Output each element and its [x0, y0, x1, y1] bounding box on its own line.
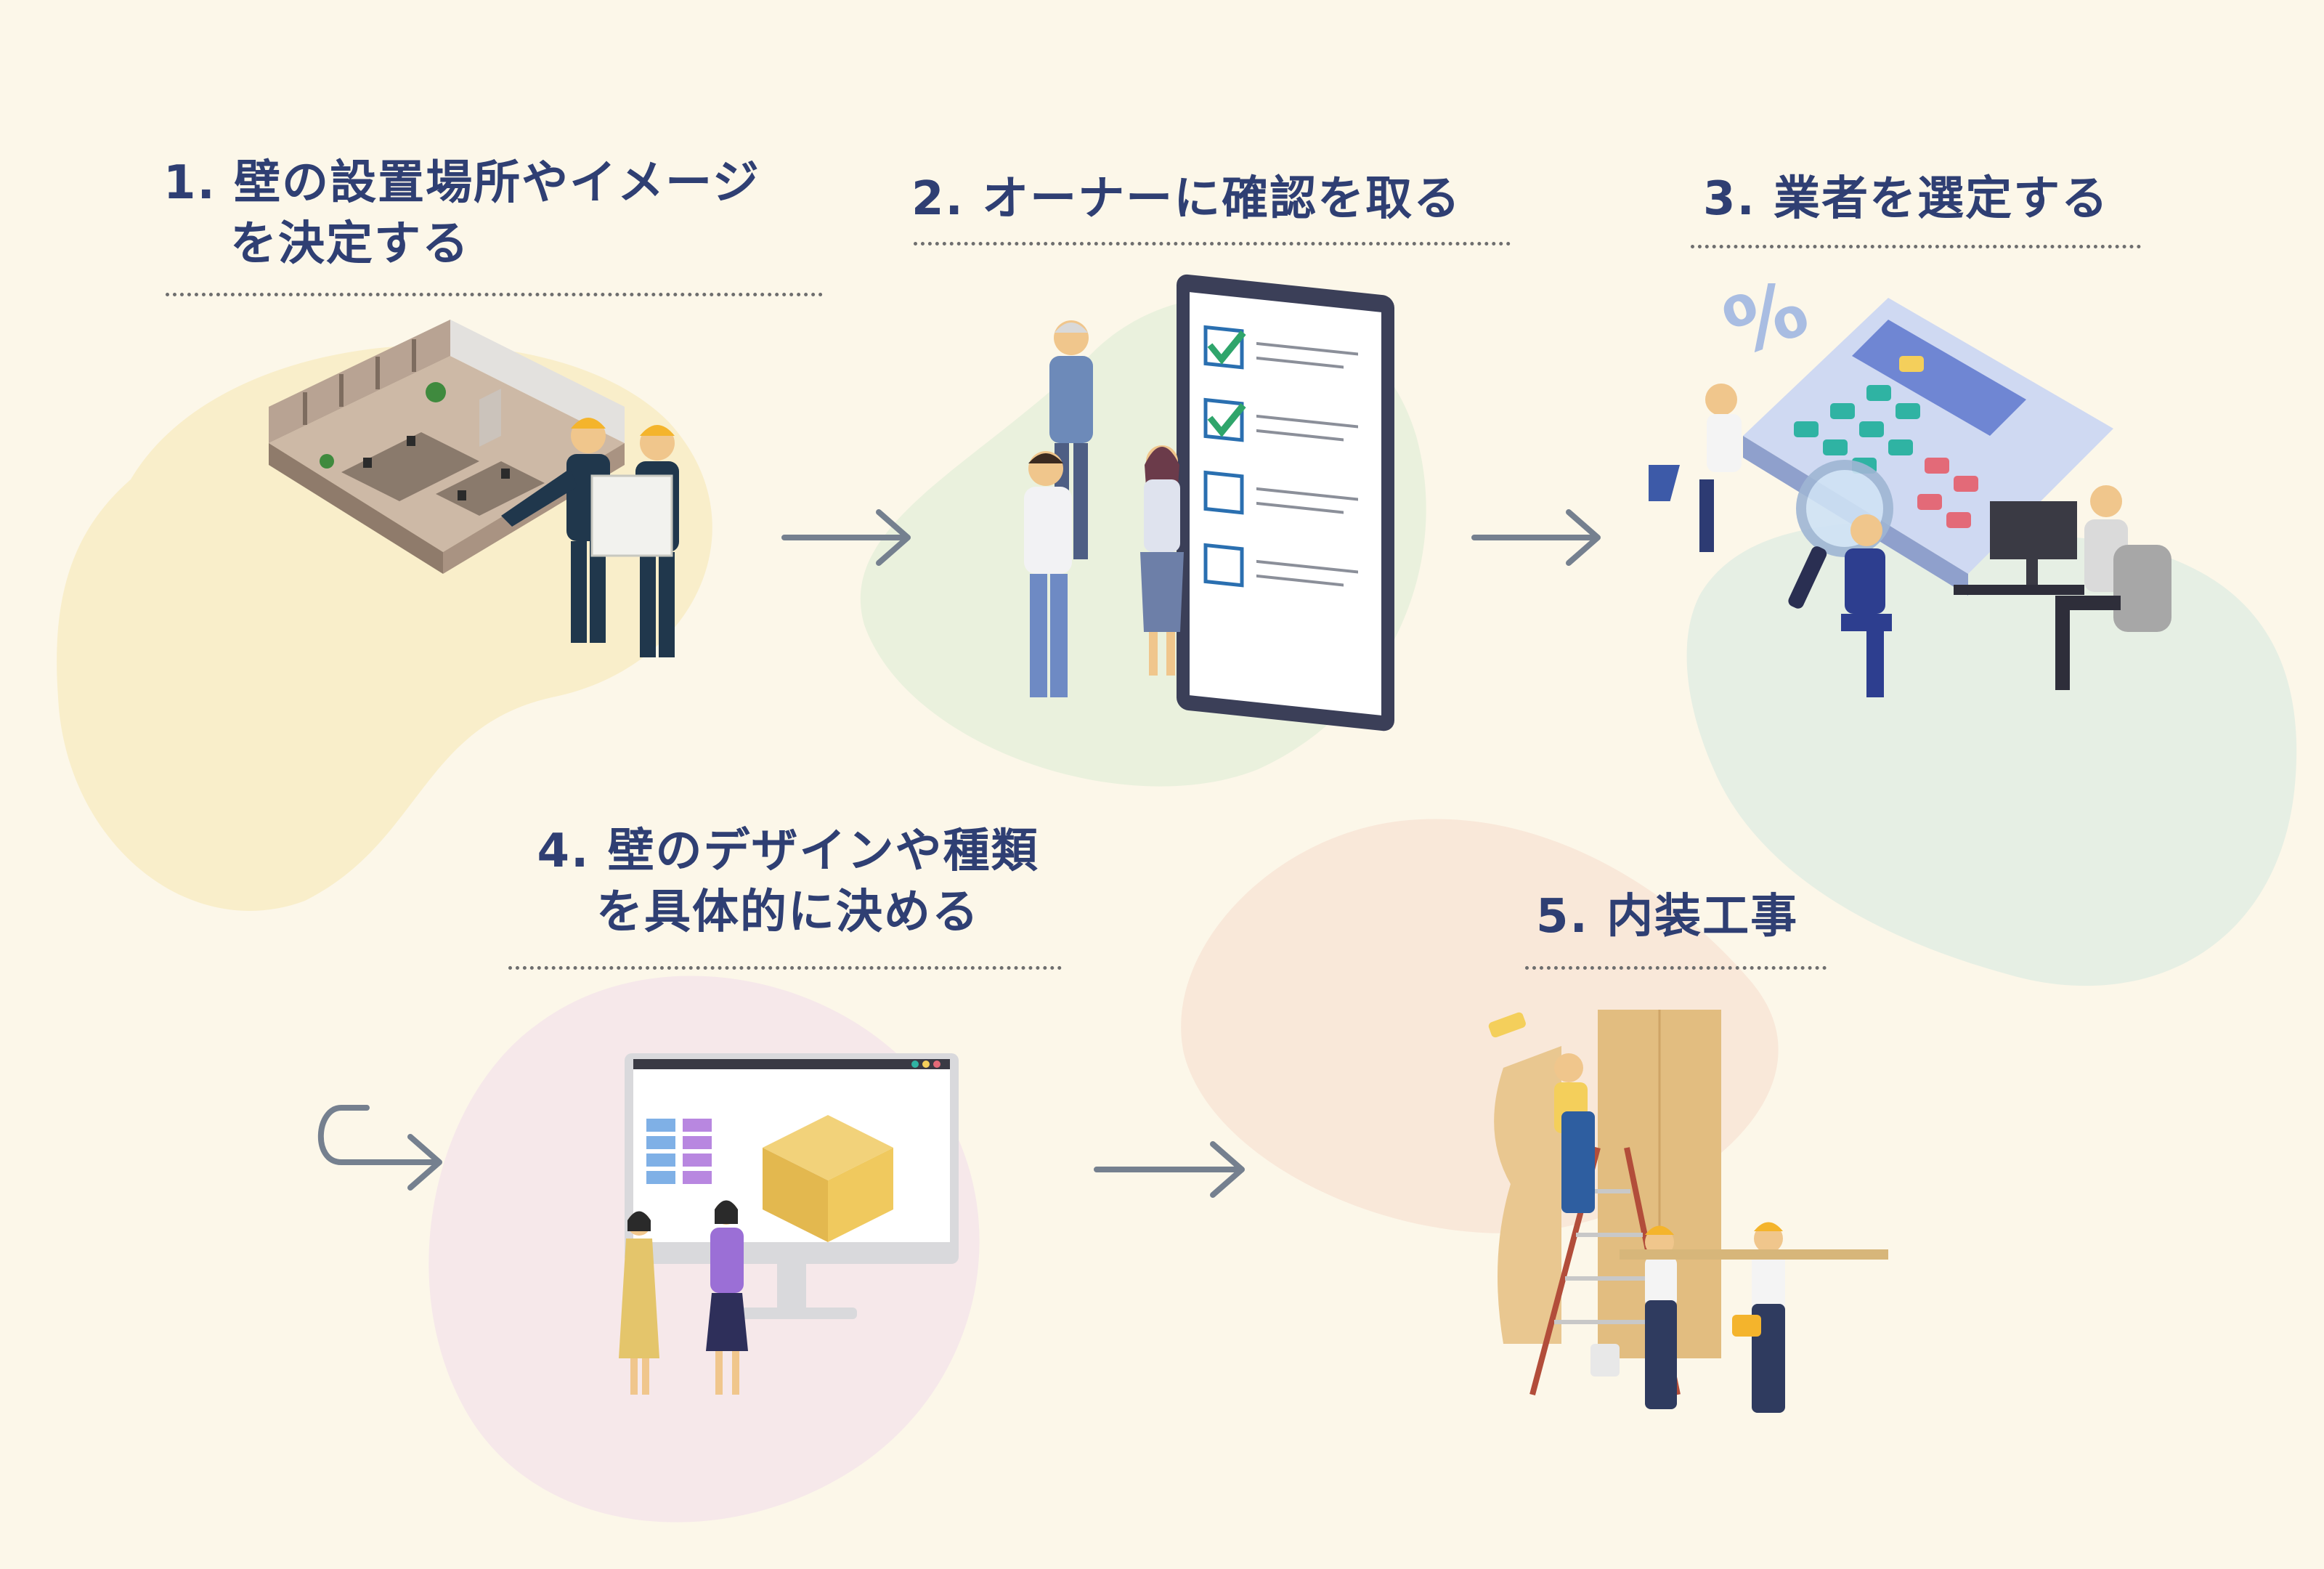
arrow-right-icon — [781, 509, 911, 566]
step5-divider — [1525, 966, 1827, 970]
step3-number: 3. — [1703, 172, 1756, 226]
step1-title: 1. 壁の設置場所やイメージ を決定する — [163, 153, 760, 275]
owner-confirmation-illustration — [1024, 274, 1394, 731]
return-arrow-icon — [317, 1105, 442, 1191]
design-selection-illustration — [619, 1053, 959, 1395]
step3-title: 3. 業者を選定する — [1703, 169, 2109, 230]
arrow-right-icon — [1471, 509, 1601, 566]
interior-construction-illustration — [1488, 1010, 1888, 1413]
step2-divider — [914, 242, 1511, 246]
step2-title-line1: オーナーに確認を取る — [982, 172, 1462, 226]
step4-title-line1: 壁のデザインや種類 — [607, 824, 1039, 878]
percent-icon: % — [1712, 283, 1819, 375]
step1-title-line1: 壁の設置場所やイメージ — [234, 156, 760, 210]
step1-title-line2: を決定する — [230, 217, 470, 271]
arrow-right-icon — [1094, 1141, 1245, 1198]
step3-title-line1: 業者を選定する — [1774, 172, 2110, 226]
step2-number: 2. — [911, 172, 964, 226]
step4-divider — [508, 966, 1062, 970]
step3-divider — [1691, 245, 2141, 248]
office-planning-illustration — [269, 320, 679, 657]
step4-number: 4. — [537, 824, 590, 878]
step5-title-line1: 内装工事 — [1606, 890, 1799, 944]
step4-title-line2: を具体的に決める — [596, 885, 980, 939]
step2-title: 2. オーナーに確認を取る — [911, 169, 1461, 230]
step5-title: 5. 内装工事 — [1536, 886, 1798, 947]
step1-number: 1. — [163, 156, 216, 210]
step4-title: 4. 壁のデザインや種類 を具体的に決める — [508, 821, 1068, 943]
step1-divider — [166, 293, 823, 296]
blob-step3 — [1686, 522, 2297, 986]
contractor-selection-illustration: % — [1649, 283, 2171, 697]
step5-number: 5. — [1536, 890, 1589, 944]
